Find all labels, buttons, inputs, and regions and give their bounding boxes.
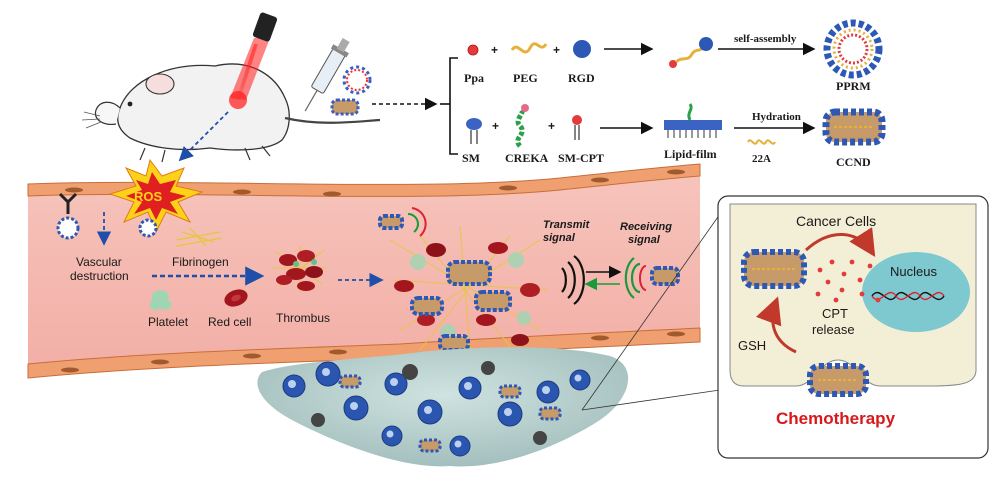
nucleus (862, 252, 970, 332)
cancer-cells-title: Cancer Cells (796, 213, 876, 229)
tumor-tissue (257, 347, 629, 467)
thrombus-label: Thrombus (276, 311, 330, 325)
red-cell-icon (224, 289, 248, 307)
fibrinogen-icon (175, 227, 223, 247)
destruction-label: destruction (70, 269, 129, 283)
self-assembly-label: self-assembly (734, 33, 797, 45)
ccnd-entering-cell (807, 363, 869, 397)
pprm-in-vessel (56, 216, 158, 240)
targeted-thrombus (378, 214, 549, 352)
transmit-signal-icon (407, 207, 427, 237)
peg-label: PEG (513, 71, 538, 85)
callout-line-2 (581, 213, 721, 411)
cpt-release-dots (815, 259, 881, 303)
ccnd-particle-small (330, 98, 360, 116)
gsh-arrow (755, 296, 797, 354)
ppa-label: Ppa (464, 71, 484, 85)
syringe-icon (304, 38, 350, 112)
fibrinogen-label: Fibrinogen (172, 255, 229, 269)
red-cell-label: Red cell (208, 315, 251, 329)
vascular-label: Vascular (76, 255, 122, 269)
rgd-icon (573, 40, 591, 58)
blood-vessel (27, 163, 701, 379)
ros-burst (108, 158, 204, 234)
plus-3: + (492, 119, 499, 133)
conjugate-icon (669, 37, 713, 68)
sm-cpt-icon (572, 115, 582, 140)
receiving-label-2: signal (628, 234, 661, 246)
synthesis-bracket (449, 57, 458, 155)
hydration-label: Hydration (752, 111, 801, 123)
release-label: release (812, 322, 855, 337)
sm-icon (466, 118, 482, 144)
ccnd-particle (822, 108, 886, 146)
peg-icon (510, 42, 548, 54)
plus-4: + (548, 119, 555, 133)
ppa-icon (467, 44, 479, 56)
creka-icon (515, 104, 529, 148)
sm-cpt-label: SM-CPT (558, 151, 604, 165)
peptide-22a-label: 22A (752, 153, 771, 165)
plus-1: + (491, 43, 498, 57)
platelet-icon (149, 290, 172, 311)
creka-label: CREKA (505, 151, 549, 165)
callout-line-1 (581, 389, 721, 411)
ccnd-label: CCND (836, 155, 871, 169)
thrombus-icon (272, 246, 326, 292)
chemotherapy-label: Chemotherapy (776, 409, 896, 428)
pprm-particle-small (342, 65, 372, 95)
platelet-label: Platelet (148, 315, 189, 329)
receiving-signal-icon (624, 257, 680, 299)
peptide-22a-icon (747, 139, 776, 145)
lipid-film-icon (664, 103, 722, 138)
nucleus-label: Nucleus (890, 264, 937, 279)
mouse-to-vessel-arrow (178, 111, 229, 162)
pprm-particle (823, 19, 883, 79)
lipid-film-label: Lipid-film (664, 147, 717, 161)
gsh-label: GSH (738, 338, 766, 353)
cpt-to-nucleus-arrow (804, 227, 876, 258)
ccnd-in-cell (741, 249, 807, 289)
transmit-label-2: signal (543, 232, 576, 244)
transmit-label-1: Transmit (543, 219, 591, 231)
rgd-label: RGD (568, 71, 595, 85)
receptor-icon (58, 192, 78, 214)
ros-label: ROS (134, 189, 163, 204)
sm-label: SM (462, 151, 480, 165)
laser-device (230, 12, 278, 100)
receiving-label-1: Receiving (620, 221, 672, 233)
pprm-label: PPRM (836, 79, 871, 93)
plus-2: + (553, 43, 560, 57)
ultrasound-waves-icon (561, 255, 585, 305)
cpt-label: CPT (822, 306, 848, 321)
